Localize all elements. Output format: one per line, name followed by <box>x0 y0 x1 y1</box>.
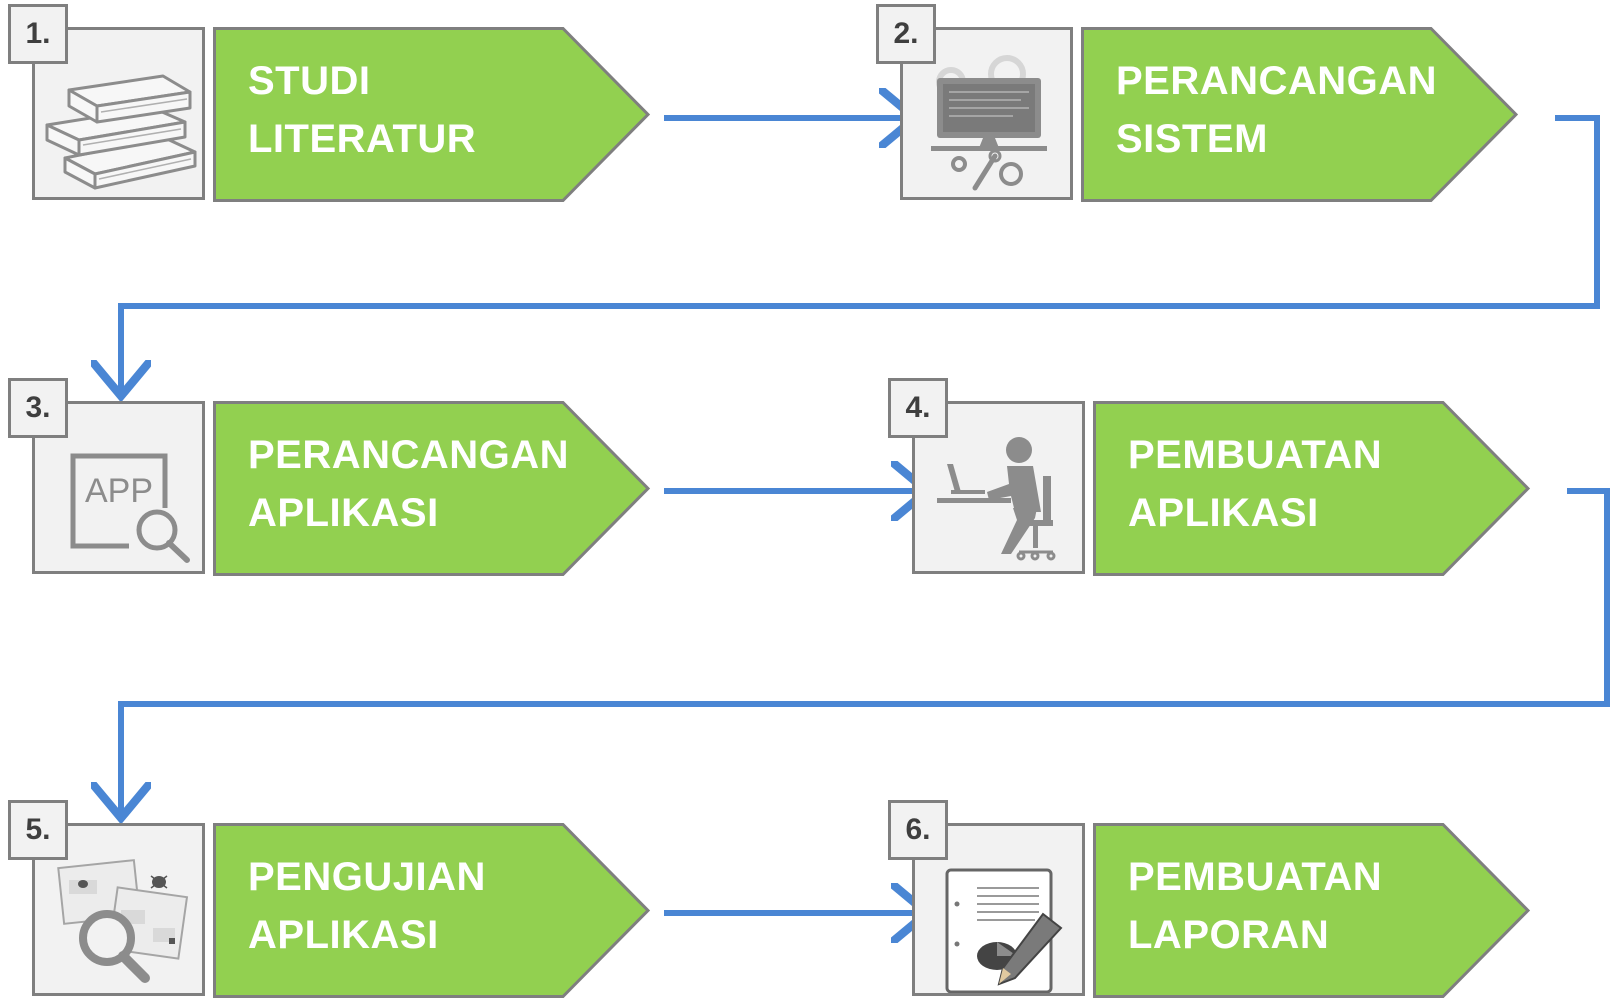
report-pencil-icon <box>945 868 1063 993</box>
step-arrow-shape <box>1081 27 1519 202</box>
person-at-laptop-icon <box>937 437 1056 561</box>
step-label-line-1: PENGUJIAN <box>248 855 486 899</box>
step-4: 4. PEMBUATAN APLIKASI <box>888 374 1588 584</box>
step-number: 1. <box>8 4 68 64</box>
step-5: 5. PENGUJIAN APLIKASI <box>8 796 708 1006</box>
step-label-line-1: PERANCANGAN <box>248 433 570 477</box>
connector-2-to-3 <box>121 115 1600 396</box>
step-label-line-1: PEMBUATAN <box>1128 855 1383 899</box>
step-label: PENGUJIAN APLIKASI <box>248 848 628 964</box>
step-icon-box <box>900 27 1073 200</box>
monitor-gears-icon <box>931 55 1047 191</box>
step-6: 6. PEMBUATAN LAPORAN <box>888 796 1588 1006</box>
step-label-line-2: APLIKASI <box>1128 491 1319 535</box>
step-arrow-shape <box>1093 823 1531 998</box>
step-label-line-1: PEMBUATAN <box>1128 433 1383 477</box>
step-number: 3. <box>8 378 68 438</box>
step-label: PERANCANGAN APLIKASI <box>248 426 628 542</box>
step-arrow-shape <box>213 823 651 998</box>
step-3: APP 3. PERANCANGAN APLIKASI <box>8 374 708 584</box>
step-label-line-1: PERANCANGAN <box>1116 59 1438 103</box>
step-label: STUDI LITERATUR <box>248 52 628 168</box>
step-arrow-shape <box>213 27 651 202</box>
books-icon <box>45 74 197 190</box>
step-number: 6. <box>888 800 948 860</box>
step-1: 1. STUDI LITERATUR <box>8 0 708 210</box>
step-number: 5. <box>8 800 68 860</box>
app-icon-text: APP <box>85 472 153 510</box>
step-label: PEMBUATAN LAPORAN <box>1128 848 1508 964</box>
step-arrow-shape <box>1093 401 1531 576</box>
step-label-line-2: APLIKASI <box>248 913 439 957</box>
connector-4-to-5 <box>121 488 1610 818</box>
step-label-line-2: LAPORAN <box>1128 913 1330 957</box>
bug-search-icon <box>57 859 189 983</box>
step-arrow-shape <box>213 401 651 576</box>
step-label-line-2: APLIKASI <box>248 491 439 535</box>
app-search-icon: APP <box>70 453 190 563</box>
step-2: 2. PERANCANGAN SISTEM <box>876 0 1576 210</box>
step-label-line-2: LITERATUR <box>248 117 477 161</box>
step-label-line-1: STUDI <box>248 59 371 103</box>
step-label: PEMBUATAN APLIKASI <box>1128 426 1508 542</box>
step-number: 2. <box>876 4 936 64</box>
step-label-line-2: SISTEM <box>1116 117 1268 161</box>
step-label: PERANCANGAN SISTEM <box>1116 52 1496 168</box>
step-number: 4. <box>888 378 948 438</box>
